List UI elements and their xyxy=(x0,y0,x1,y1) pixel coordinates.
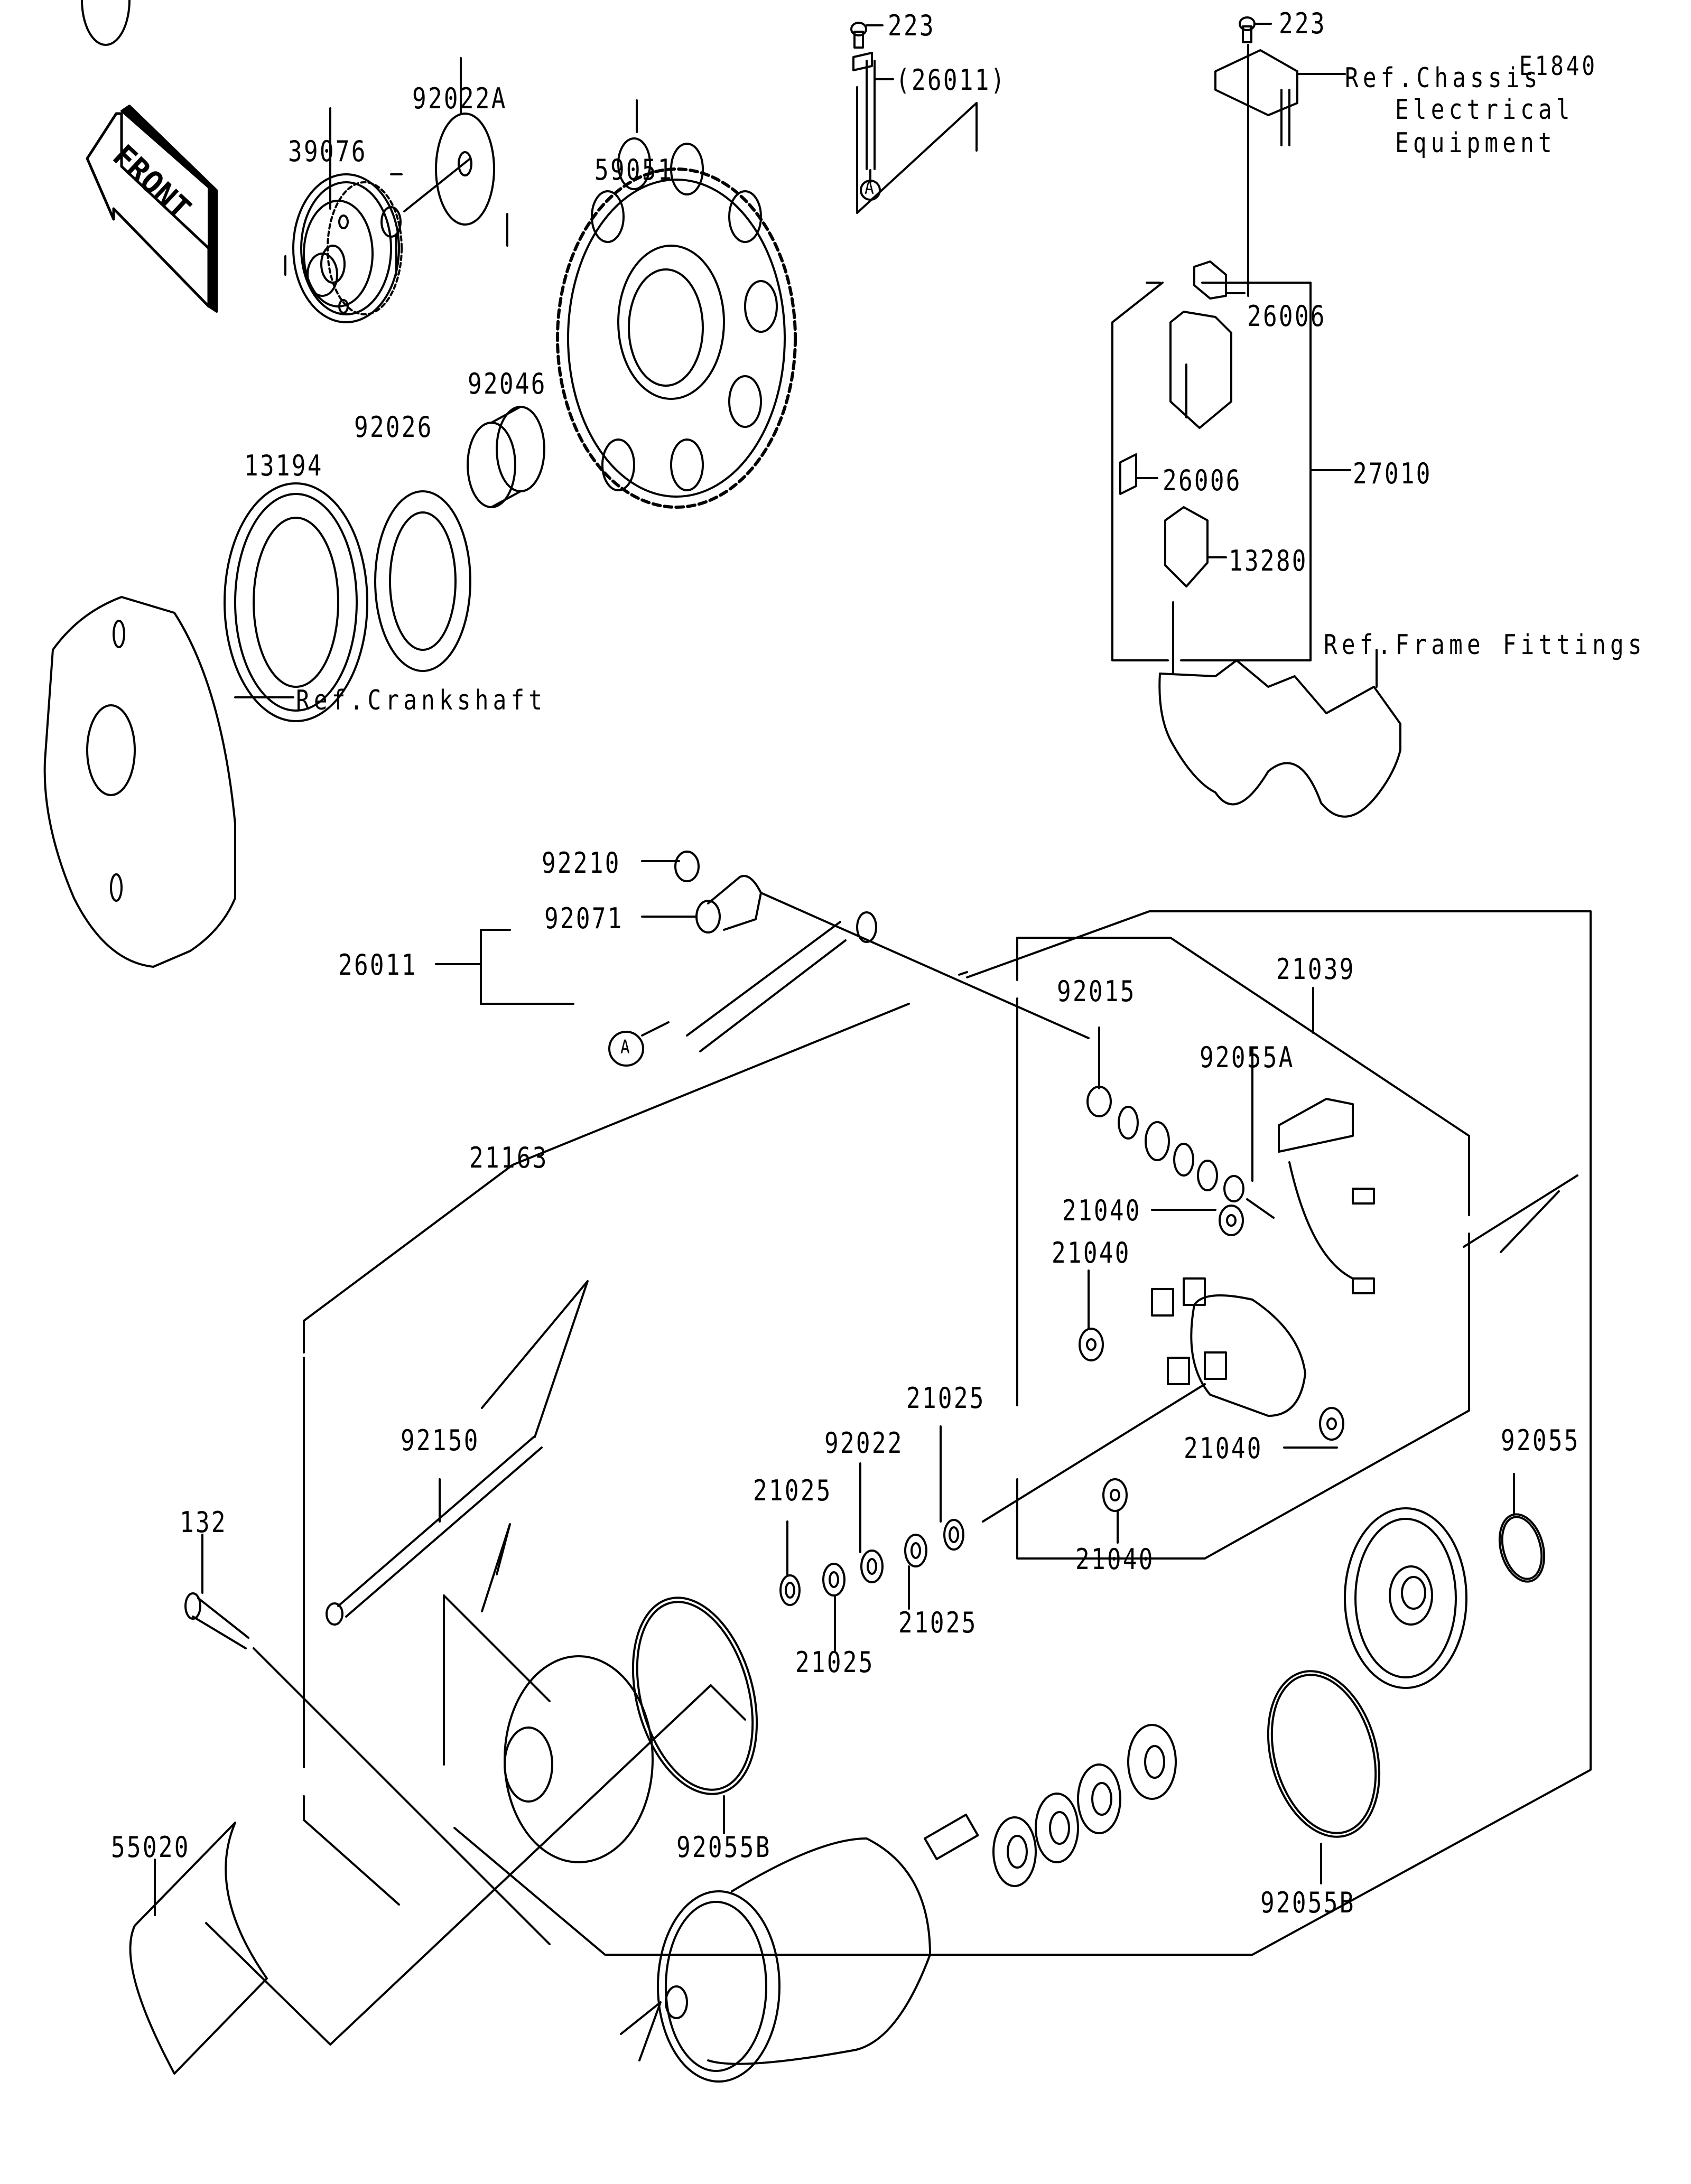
needle-bearing-92046 xyxy=(467,213,545,508)
label-21040-a: 21040 xyxy=(1062,1194,1141,1227)
brush-spring-d xyxy=(1102,1478,1128,1544)
relay-cover-reference xyxy=(1214,16,1346,297)
through-bolt-92150 xyxy=(326,1280,589,1626)
label-223-right: 223 xyxy=(1279,7,1326,40)
label-21025-c: 21025 xyxy=(898,1606,978,1639)
brush-plate xyxy=(1151,1098,1375,1417)
label-92055: 92055 xyxy=(1501,1424,1580,1457)
label-223-left: 223 xyxy=(888,9,935,42)
label-92210: 92210 xyxy=(542,846,621,880)
starter-gear-59051 xyxy=(556,99,797,509)
brush-spring-b xyxy=(1079,1270,1104,1361)
starter-cover-55020 xyxy=(129,1684,746,2075)
label-21039: 21039 xyxy=(1276,953,1355,986)
front-cover xyxy=(443,1594,654,1863)
label-26006-mid: 26006 xyxy=(1163,464,1242,497)
label-26011: 26011 xyxy=(338,948,417,982)
bolt-132 xyxy=(184,1534,551,1945)
fuse-26006-top xyxy=(1193,260,1246,300)
label-92150: 92150 xyxy=(401,1424,480,1457)
label-92026: 92026 xyxy=(354,410,433,444)
rear-end-cover xyxy=(1344,1507,1467,1689)
label-92022A: 92022A xyxy=(412,82,507,115)
starter-idle-gear xyxy=(292,107,403,323)
label-27010: 27010 xyxy=(1353,457,1432,490)
starter-motor-group-outline xyxy=(303,910,1592,1956)
front-arrow-icon: FRONT xyxy=(86,105,218,313)
label-92046: 92046 xyxy=(468,367,547,400)
starter-relay-group xyxy=(1111,282,1351,661)
label-21163: 21163 xyxy=(469,1141,549,1174)
label-21040-d: 21040 xyxy=(1075,1543,1155,1576)
washer-92026 xyxy=(374,234,471,672)
label-26006-top: 26006 xyxy=(1247,300,1326,333)
lead-26011-bottom xyxy=(435,851,1090,1067)
label-ref-chassis-2: Electrical xyxy=(1395,94,1574,126)
brush-holder-group-outline xyxy=(1016,937,1578,1560)
fuse-26006-mid xyxy=(1119,453,1158,495)
oring-92055B-right xyxy=(1267,1670,1381,1884)
label-21025-a: 21025 xyxy=(906,1382,986,1415)
label-21040-c: 21040 xyxy=(1184,1432,1263,1465)
label-ref-crankshaft: Ref.Crankshaft xyxy=(296,685,547,716)
relay-case-13280 xyxy=(1164,506,1227,675)
lead-26011-top xyxy=(850,22,978,214)
diagram-code: E1840 xyxy=(1519,51,1598,81)
label-ref-chassis-3: Equipment xyxy=(1395,127,1556,159)
crankshaft-reference xyxy=(43,0,294,968)
label-92015: 92015 xyxy=(1057,975,1136,1008)
label-55020: 55020 xyxy=(111,1831,190,1864)
label-26011-paren: (26011) xyxy=(896,63,1007,97)
label-92055B-left: 92055B xyxy=(676,1831,772,1864)
label-39076: 39076 xyxy=(288,135,367,168)
washer-92022A xyxy=(435,57,495,226)
brush-spring-c xyxy=(1283,1407,1344,1449)
label-92071: 92071 xyxy=(544,902,624,935)
label-13194: 13194 xyxy=(244,449,323,482)
label-92022: 92022 xyxy=(824,1426,904,1460)
frame-fittings-reference xyxy=(1158,649,1401,818)
oring-92055B-left xyxy=(631,1597,758,1834)
label-59051: 59051 xyxy=(594,153,674,186)
label-92055A: 92055A xyxy=(1200,1041,1295,1074)
label-21040-b: 21040 xyxy=(1052,1236,1131,1270)
lower-washers xyxy=(992,1724,1177,1887)
armature-yoke xyxy=(620,1814,979,2083)
label-13280: 13280 xyxy=(1229,544,1308,577)
shim-washers xyxy=(779,1383,1206,1652)
relay-body xyxy=(1169,311,1232,429)
oring-92055 xyxy=(1498,1473,1546,1583)
terminal-hardware-stack xyxy=(1086,1026,1275,1219)
label-ref-frame-fittings: Ref.Frame Fittings xyxy=(1324,629,1646,661)
callout-a-top: A xyxy=(865,177,876,199)
one-way-clutch-13194 xyxy=(224,255,368,722)
label-ref-chassis-1: Ref.Chassis xyxy=(1345,62,1542,94)
brush-spring-a xyxy=(1151,1205,1244,1236)
callout-a-bottom: A xyxy=(620,1037,632,1058)
label-92055B-right: 92055B xyxy=(1260,1886,1355,1919)
label-21025-d: 21025 xyxy=(795,1646,875,1679)
label-132: 132 xyxy=(180,1506,227,1539)
label-21025-b: 21025 xyxy=(753,1474,832,1507)
